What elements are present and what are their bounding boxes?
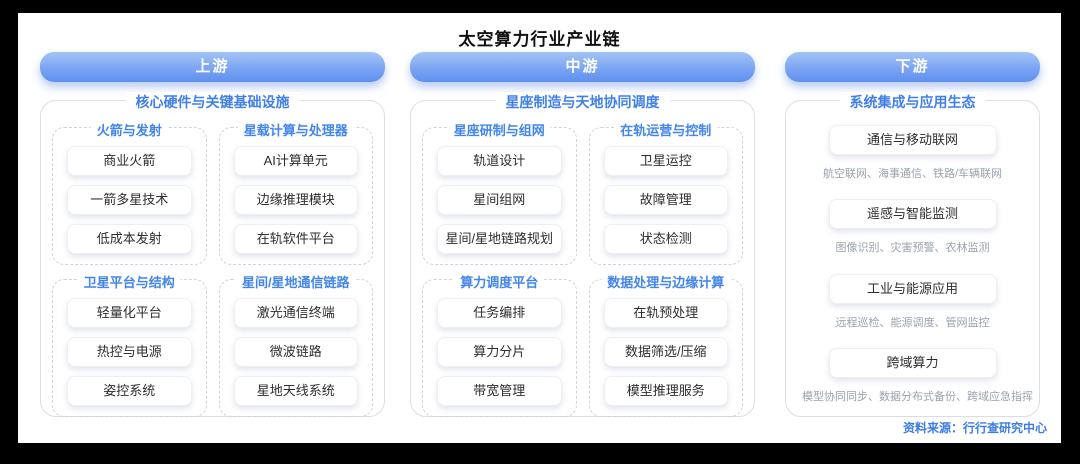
app-desc: 远程巡检、能源调度、管网监控	[835, 316, 990, 329]
upstream-grid: 火箭与发射 商业火箭 一箭多星技术 低成本发射 星载计算与处理器 AI计算单元 …	[41, 101, 384, 427]
app-group-communication: 通信与移动联网 航空联网、海事通信、铁路/车辆联网	[802, 125, 1023, 181]
chain-item: 轻量化平台	[67, 298, 192, 328]
chain-item: 数据筛选/压缩	[603, 337, 728, 367]
page-title: 太空算力行业产业链	[458, 30, 621, 49]
column-header-midstream: 中游	[410, 52, 755, 82]
section-box-downstream: 系统集成与应用生态 通信与移动联网 航空联网、海事通信、铁路/车辆联网 遥感与智…	[785, 92, 1040, 417]
column-header-downstream: 下游	[785, 52, 1040, 82]
section-title-upstream: 核心硬件与关键基础设施	[125, 92, 300, 112]
app-desc: 图像识别、灾害预警、农林监测	[835, 242, 990, 255]
group-onorbit-operation: 在轨运营与控制 卫星运控 故障管理 状态检测	[588, 120, 743, 265]
midstream-grid: 星座研制与组网 轨道设计 星间组网 星间/星地链路规划 在轨运营与控制 卫星运控…	[411, 101, 754, 427]
app-item: 工业与能源应用	[828, 273, 997, 304]
group-rocket-launch: 火箭与发射 商业火箭 一箭多星技术 低成本发射	[52, 120, 207, 265]
app-group-industry-energy: 工业与能源应用 远程巡检、能源调度、管网监控	[802, 273, 1023, 330]
chain-item: 故障管理	[603, 185, 728, 215]
app-item: 遥感与智能监测	[828, 199, 997, 230]
chain-item: 低成本发射	[67, 224, 192, 254]
section-box-upstream: 核心硬件与关键基础设施 火箭与发射 商业火箭 一箭多星技术 低成本发射 星载计算…	[40, 92, 385, 417]
chain-item: 状态检测	[603, 224, 728, 254]
chain-item: 星间/星地链路规划	[437, 224, 562, 254]
section-title-midstream: 星座制造与天地协同调度	[495, 92, 670, 112]
chain-item: 热控与电源	[67, 337, 192, 367]
chain-item: 边缘推理模块	[233, 185, 358, 215]
group-constellation-networking: 星座研制与组网 轨道设计 星间组网 星间/星地链路规划	[422, 120, 577, 265]
group-title: 算力调度平台	[454, 272, 545, 291]
column-midstream: 中游 星座制造与天地协同调度 星座研制与组网 轨道设计 星间组网 星间/星地链路…	[410, 52, 755, 417]
group-data-edge-computing: 数据处理与边缘计算 在轨预处理 数据筛选/压缩 模型推理服务	[588, 272, 743, 417]
group-comm-links: 星间/星地通信链路 激光通信终端 微波链路 星地天线系统	[218, 272, 373, 417]
chain-item: 商业火箭	[67, 146, 192, 176]
group-title: 数据处理与边缘计算	[601, 272, 731, 291]
group-onboard-computing: 星载计算与处理器 AI计算单元 边缘推理模块 在轨软件平台	[218, 120, 373, 265]
group-title: 在轨运营与控制	[614, 120, 718, 139]
chain-item: 任务编排	[437, 298, 562, 328]
app-item: 跨域算力	[828, 347, 997, 378]
group-title: 火箭与发射	[90, 120, 168, 139]
chain-item: 在轨预处理	[603, 298, 728, 328]
chain-item: 算力分片	[437, 337, 562, 367]
chain-item: 卫星运控	[603, 146, 728, 176]
chain-item: 激光通信终端	[233, 298, 358, 328]
app-group-remote-sensing: 遥感与智能监测 图像识别、灾害预警、农林监测	[802, 199, 1023, 255]
chain-item: 微波链路	[233, 337, 358, 367]
section-title-downstream: 系统集成与应用生态	[839, 92, 986, 112]
chain-item: AI计算单元	[233, 146, 358, 176]
group-title: 星载计算与处理器	[237, 120, 354, 139]
chain-item: 姿控系统	[67, 376, 192, 406]
group-title: 星间/星地通信链路	[235, 272, 356, 291]
column-header-upstream: 上游	[40, 52, 385, 82]
infographic-canvas: 太空算力行业产业链 上游 核心硬件与关键基础设施 火箭与发射 商业火箭 一箭多星…	[18, 13, 1061, 443]
column-downstream: 下游 系统集成与应用生态 通信与移动联网 航空联网、海事通信、铁路/车辆联网 遥…	[785, 52, 1040, 417]
downstream-apps: 通信与移动联网 航空联网、海事通信、铁路/车辆联网 遥感与智能监测 图像识别、灾…	[786, 101, 1039, 416]
column-upstream: 上游 核心硬件与关键基础设施 火箭与发射 商业火箭 一箭多星技术 低成本发射 星…	[40, 52, 385, 417]
app-group-cross-domain: 跨域算力 模型协同同步、数据分布式备份、跨域应急指挥	[802, 347, 1033, 404]
chain-item: 模型推理服务	[603, 376, 728, 406]
app-desc: 航空联网、海事通信、铁路/车辆联网	[822, 168, 1003, 180]
chain-item: 一箭多星技术	[67, 185, 192, 215]
app-item: 通信与移动联网	[828, 125, 997, 155]
chain-item: 轨道设计	[437, 146, 562, 176]
app-desc: 模型协同同步、数据分布式备份、跨域应急指挥	[802, 390, 1033, 403]
data-source-note: 资料来源：行行查研究中心	[902, 421, 1047, 435]
chain-item: 在轨软件平台	[233, 224, 358, 254]
chain-item: 带宽管理	[437, 376, 562, 406]
chain-item: 星地天线系统	[233, 376, 358, 406]
section-box-midstream: 星座制造与天地协同调度 星座研制与组网 轨道设计 星间组网 星间/星地链路规划 …	[410, 92, 755, 417]
group-title: 卫星平台与结构	[77, 272, 181, 291]
group-computing-scheduling: 算力调度平台 任务编排 算力分片 带宽管理	[422, 272, 577, 417]
group-title: 星座研制与组网	[447, 120, 551, 139]
chain-item: 星间组网	[437, 185, 562, 215]
columns-container: 上游 核心硬件与关键基础设施 火箭与发射 商业火箭 一箭多星技术 低成本发射 星…	[40, 52, 1040, 417]
group-satellite-platform: 卫星平台与结构 轻量化平台 热控与电源 姿控系统	[52, 272, 207, 417]
